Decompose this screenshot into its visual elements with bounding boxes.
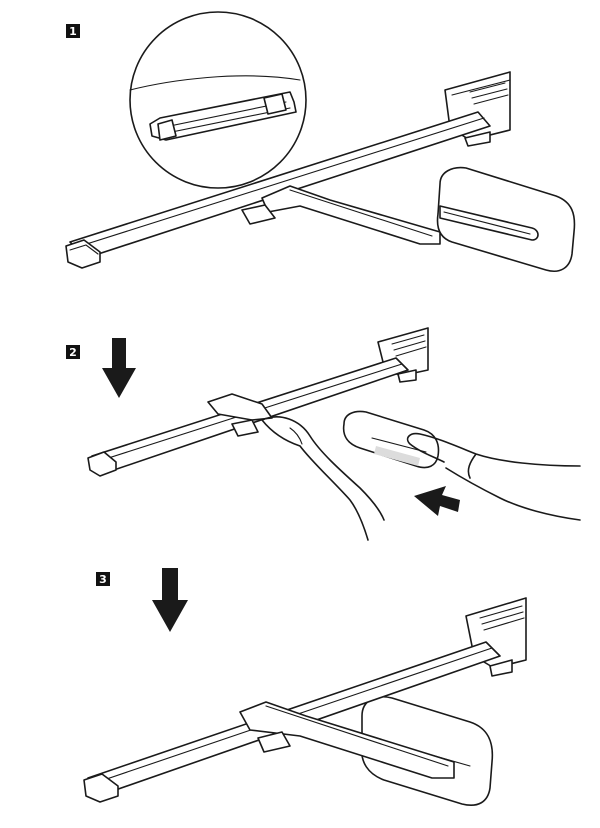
magnified-detail-circle (129, 11, 307, 189)
stand-foot-pad (241, 204, 276, 225)
detail-slot-frame (149, 91, 297, 141)
detail-clip-right (263, 93, 287, 115)
stand-bar-end-cap (65, 239, 101, 269)
cover-panel (436, 166, 576, 272)
stand-neck (261, 185, 441, 245)
detail-clip-left (157, 119, 177, 141)
step-2-badge: 2 (66, 345, 80, 359)
step-3-badge: 3 (96, 572, 110, 586)
left-hand (261, 416, 385, 541)
step-1-illustration (65, 11, 576, 272)
stand-bar-edge (73, 117, 485, 249)
stand-neck-2 (207, 393, 273, 421)
stand-bar-end-cap-2 (87, 451, 117, 477)
cover-panel-2 (342, 410, 440, 469)
step-2-illustration (87, 327, 581, 541)
step-1-badge: 1 (66, 24, 80, 38)
step-3-illustration (83, 568, 527, 806)
stand-neck-3 (239, 701, 455, 779)
right-hand (406, 432, 581, 521)
tv-base-slots (469, 82, 509, 105)
step-2-arrow-push (414, 486, 460, 516)
step-3-arrow-down (152, 568, 188, 632)
tv-base-foot (464, 131, 491, 147)
stand-bar-end-cap-3 (83, 773, 119, 803)
tv-base-top-edge (451, 79, 511, 96)
step-2-arrow-down (102, 338, 136, 398)
